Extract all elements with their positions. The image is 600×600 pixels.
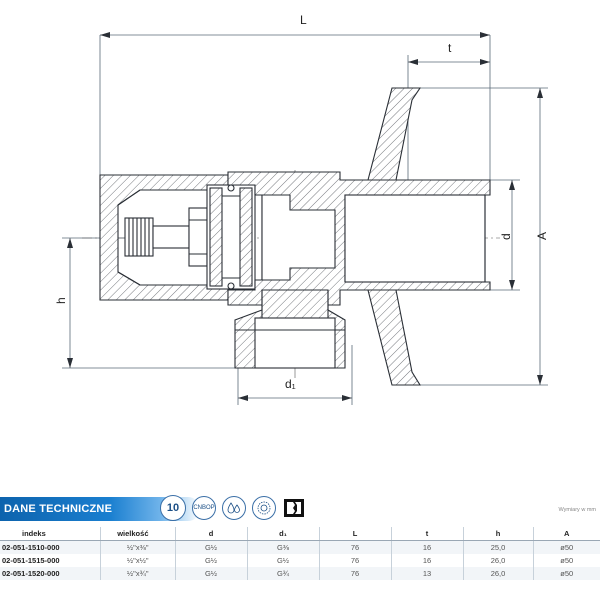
header-title: DANE TECHNICZNE [4, 503, 113, 515]
cell-indeks: 02-051-1510-000 [0, 540, 100, 554]
knurled-spindle [124, 217, 154, 257]
guarantee-10-icon: 10 [160, 495, 186, 521]
cell-h: 26,0 [462, 567, 533, 580]
water-drops-icon [222, 496, 246, 520]
cell-d: G½ [174, 554, 247, 567]
cell-L: 76 [318, 554, 391, 567]
table-row: 02-051-1510-000 ½"x⅜" G½ G⅜ 76 16 25,0 ø… [0, 540, 600, 554]
quality-seal-icon [252, 496, 276, 520]
table-header-row: indeks wielkość d d₁ L t h A [0, 527, 600, 541]
cell-d1: G¾ [246, 567, 319, 580]
cell-wielkosc: ½"x⅜" [99, 540, 175, 554]
valve-bonnet [206, 184, 256, 290]
spindle-nut [188, 207, 208, 267]
cell-wielkosc: ½"x½" [99, 554, 175, 567]
table-row: 02-051-1520-000 ½"x¾" G½ G¾ 76 13 26,0 ø… [0, 567, 600, 580]
dimension-L: L [99, 13, 491, 180]
dim-label-L: L [300, 13, 307, 27]
cell-A: ø50 [532, 567, 600, 580]
cell-A: ø50 [532, 554, 600, 567]
col-header-indeks: indeks [0, 527, 100, 541]
valve-outlet-nut [234, 289, 346, 369]
dim-label-h: h [54, 297, 68, 304]
cell-t: 13 [390, 567, 463, 580]
cell-d1: G⅜ [246, 540, 319, 554]
dimension-A: A [420, 87, 549, 386]
inlet-bore [344, 194, 486, 283]
rosette-plate [367, 87, 422, 386]
company-logo-icon [282, 496, 306, 520]
cell-L: 76 [318, 540, 391, 554]
technical-data-header: DANE TECHNICZNE 10 CNBOP Wymiary w mm [0, 495, 600, 525]
certification-badges: 10 CNBOP [160, 495, 306, 521]
col-header-t: t [390, 527, 463, 541]
cell-d1: G½ [246, 554, 319, 567]
col-header-A: A [532, 527, 600, 541]
cell-t: 16 [390, 554, 463, 567]
cell-d: G½ [174, 567, 247, 580]
cell-d: G½ [174, 540, 247, 554]
col-header-d: d [174, 527, 247, 541]
cell-h: 26,0 [462, 554, 533, 567]
cnbop-cert-icon: CNBOP [192, 496, 216, 520]
dim-label-A: A [535, 232, 549, 240]
cell-A: ø50 [532, 540, 600, 554]
cell-L: 76 [318, 567, 391, 580]
col-header-wielkosc: wielkość [99, 527, 175, 541]
col-header-L: L [318, 527, 391, 541]
dim-label-d1: d₁ [285, 377, 296, 391]
valve-main-body [227, 171, 491, 306]
dimension-t: t [407, 41, 490, 185]
cell-indeks: 02-051-1515-000 [2, 556, 60, 565]
cell-wielkosc: ½"x¾" [99, 567, 175, 580]
cell-t: 16 [390, 540, 463, 554]
spindle-shaft [152, 225, 190, 249]
dim-label-t: t [448, 41, 452, 55]
col-header-h: h [462, 527, 533, 541]
dim-label-d: d [499, 233, 513, 240]
cell-h: 25,0 [462, 540, 533, 554]
col-header-d1: d₁ [246, 527, 319, 541]
units-note: Wymiary w mm [558, 507, 596, 513]
technical-spec-table: indeks wielkość d d₁ L t h A 02-051-1510… [0, 527, 600, 580]
cell-indeks: 02-051-1520-000 [0, 567, 100, 580]
table-row: 02-051-1515-000 ½"x½" G½ G½ 76 16 26,0 ø… [0, 554, 600, 567]
valve-technical-drawing: L t A d h [54, 13, 549, 405]
dimension-d: d [490, 179, 520, 291]
